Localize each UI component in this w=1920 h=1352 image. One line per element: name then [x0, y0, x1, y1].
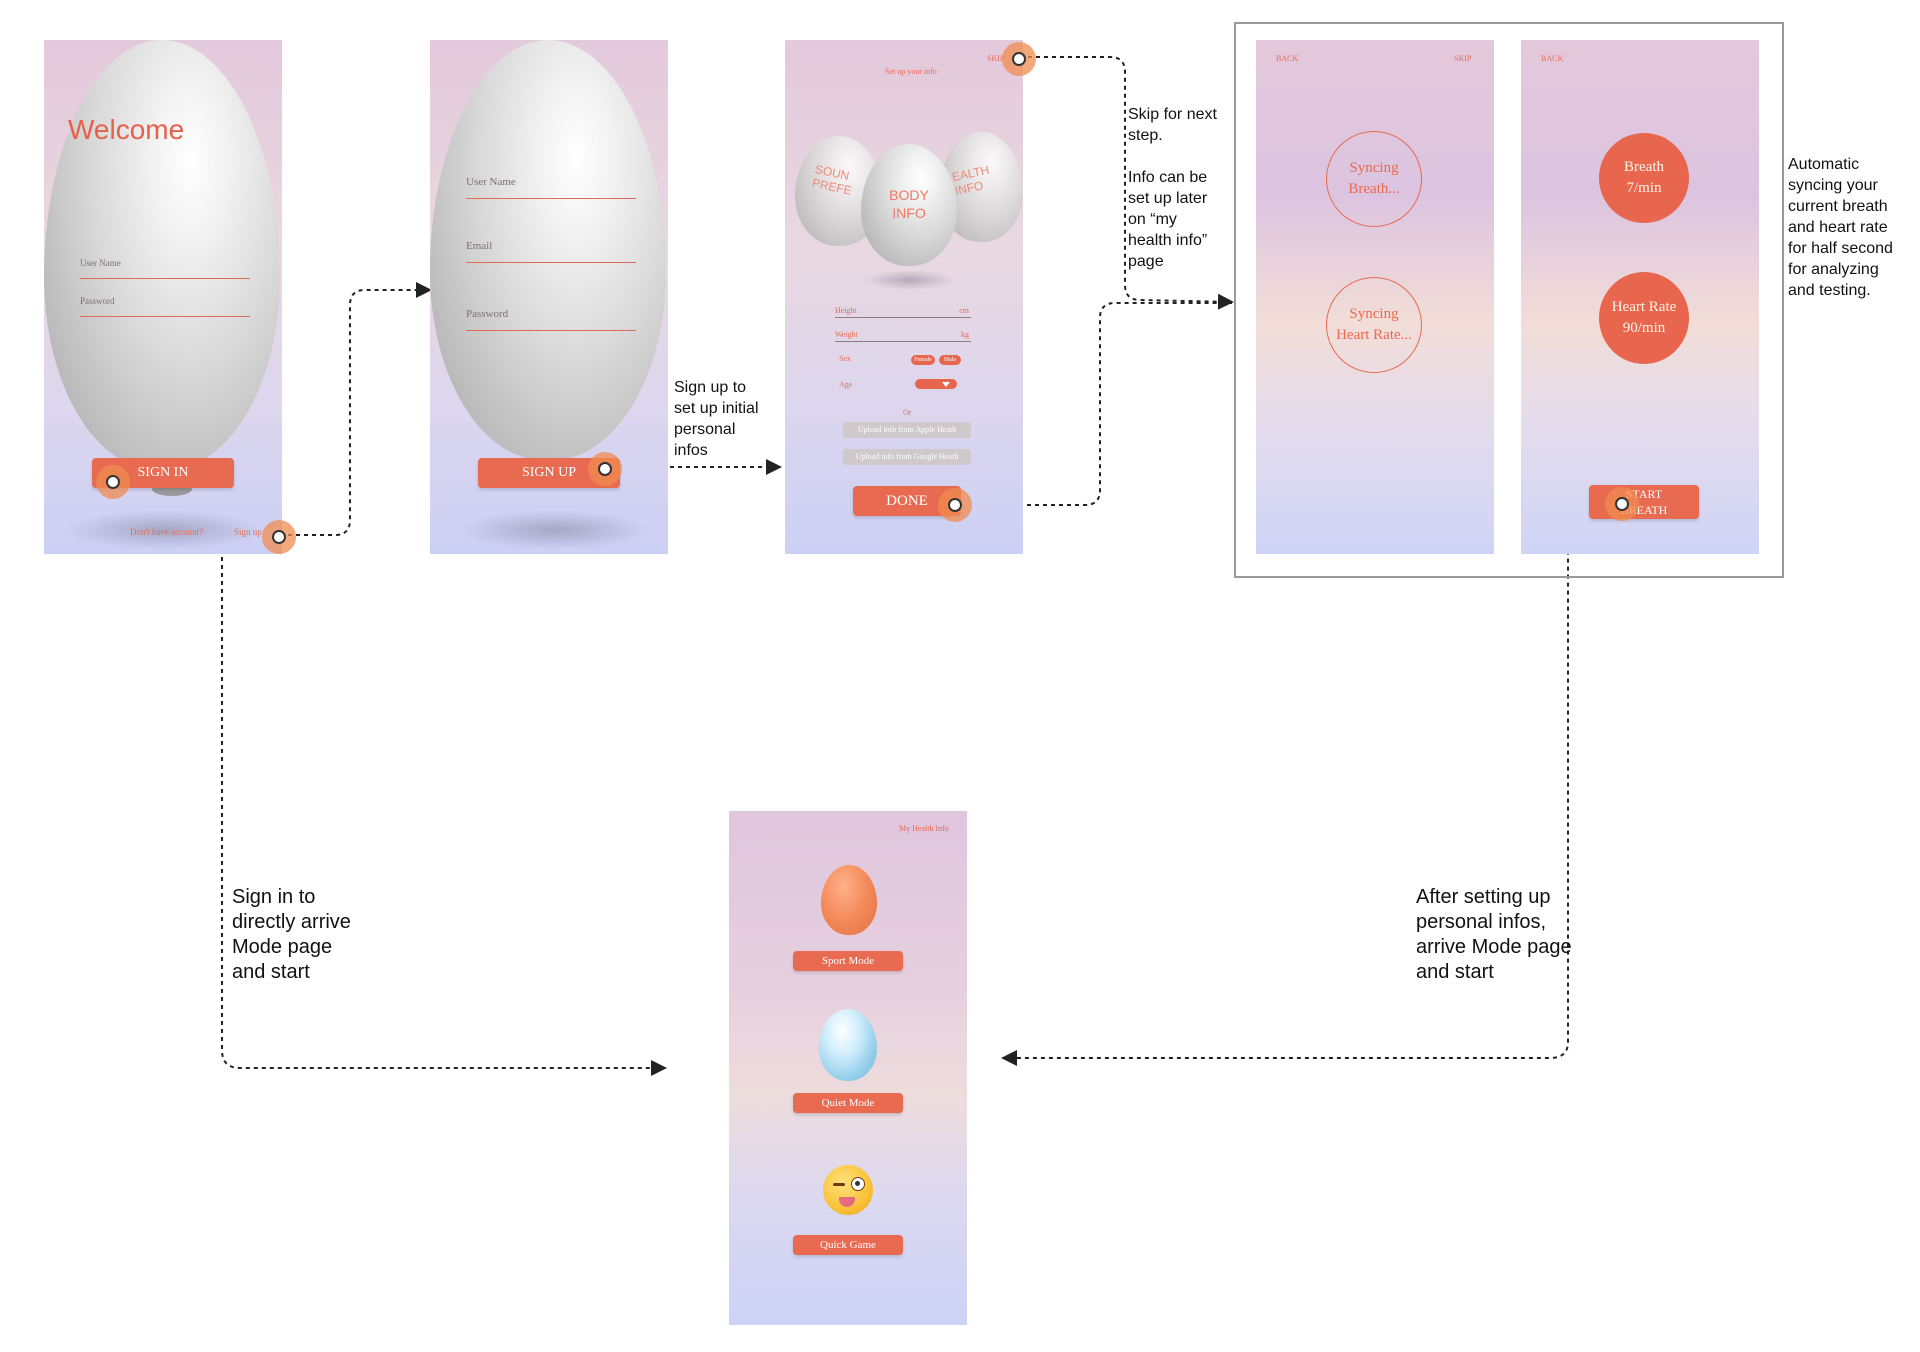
quick-game-button[interactable]: Quick Game	[793, 1235, 903, 1255]
syncing-heart-indicator: Syncing Heart Rate...	[1326, 277, 1422, 373]
quiet-balloon-image	[819, 1009, 877, 1081]
heart-rate-indicator: Heart Rate 90/min	[1599, 272, 1689, 364]
back-link[interactable]: BACK	[1541, 54, 1564, 63]
email-field[interactable]: Email	[466, 240, 636, 263]
upload-apple-button[interactable]: Upload info from Apple Heath	[843, 422, 971, 438]
female-option[interactable]: Female	[911, 355, 935, 365]
winking-face-icon	[823, 1165, 873, 1215]
screen-sign-up: User Name Email Password SIGN UP	[430, 40, 668, 554]
balloon-body-label: BODY INFO	[889, 187, 929, 222]
quiet-mode-button[interactable]: Quiet Mode	[793, 1093, 903, 1113]
screen-mode: My Health Info Sport Mode Quiet Mode Qui…	[729, 811, 967, 1325]
username-field[interactable]: User Name	[466, 176, 636, 199]
note-skip: Skip for next step. Info can be set up l…	[1128, 106, 1217, 270]
balloon-shadow	[460, 510, 650, 550]
back-link[interactable]: BACK	[1276, 54, 1299, 63]
upload-google-button[interactable]: Upload info from Google Heath	[843, 449, 971, 465]
male-option[interactable]: Male	[939, 355, 961, 365]
balloon-shadow	[865, 270, 955, 290]
note-sign-in: Sign in to directly arrive Mode page and…	[232, 886, 351, 983]
sport-mode-button[interactable]: Sport Mode	[793, 951, 903, 971]
connector-skip	[1020, 56, 1234, 310]
syncing-group-frame	[1234, 22, 1784, 578]
syncing-breath-indicator: Syncing Breath...	[1326, 131, 1422, 227]
age-label: Age	[839, 380, 853, 389]
or-text: Or	[903, 408, 912, 417]
connector-signup	[280, 282, 432, 536]
age-select[interactable]	[915, 379, 957, 389]
password-field[interactable]: Password	[466, 308, 636, 331]
welcome-title: Welcome	[68, 114, 185, 145]
dot-sign-in	[106, 475, 120, 489]
username-field[interactable]: User Name	[80, 258, 250, 279]
sex-label: Sex	[839, 354, 851, 363]
skip-link[interactable]: SKIP	[1454, 54, 1472, 63]
note-auto-sync: Automatic syncing your current breath an…	[1788, 156, 1893, 299]
my-health-info-link[interactable]: My Health Info	[899, 824, 949, 833]
skip-link[interactable]: SKIP	[987, 54, 1005, 63]
dot-skip	[1012, 52, 1026, 66]
sign-up-link[interactable]: Sign up	[234, 527, 262, 537]
note-after-setup: After setting up personal infos, arrive …	[1416, 886, 1572, 983]
breath-rate-indicator: Breath 7/min	[1599, 133, 1689, 223]
screen-syncing: BACK SKIP Syncing Breath... Syncing Hear…	[1256, 40, 1494, 554]
screen-sign-in: Welcome User Name Password SIGN IN Don't…	[44, 40, 282, 554]
connector-signin	[115, 479, 667, 1076]
dot-sign-up	[598, 462, 612, 476]
note-sign-up: Sign up to set up initial personal infos	[674, 379, 759, 459]
dot-start-breath	[1615, 497, 1629, 511]
screen-sync-result: BACK Breath 7/min Heart Rate 90/min STAR…	[1521, 40, 1759, 554]
balloon-shadow	[64, 510, 264, 550]
sport-balloon-image	[821, 865, 877, 935]
screen-setup-info: SKIP Set up your info SOUN PREFE BODY IN…	[785, 40, 1023, 554]
dot-done	[948, 498, 962, 512]
dont-have-account-text: Don't have account?	[130, 527, 204, 537]
setup-title: Set up your info	[885, 67, 937, 76]
chevron-down-icon	[942, 382, 950, 387]
balloon-body	[861, 144, 957, 266]
dot-sign-up-link	[272, 530, 286, 544]
balloon-image	[44, 40, 280, 470]
connector-done	[955, 302, 1232, 506]
password-field[interactable]: Password	[80, 296, 250, 317]
balloon-image	[430, 40, 666, 460]
